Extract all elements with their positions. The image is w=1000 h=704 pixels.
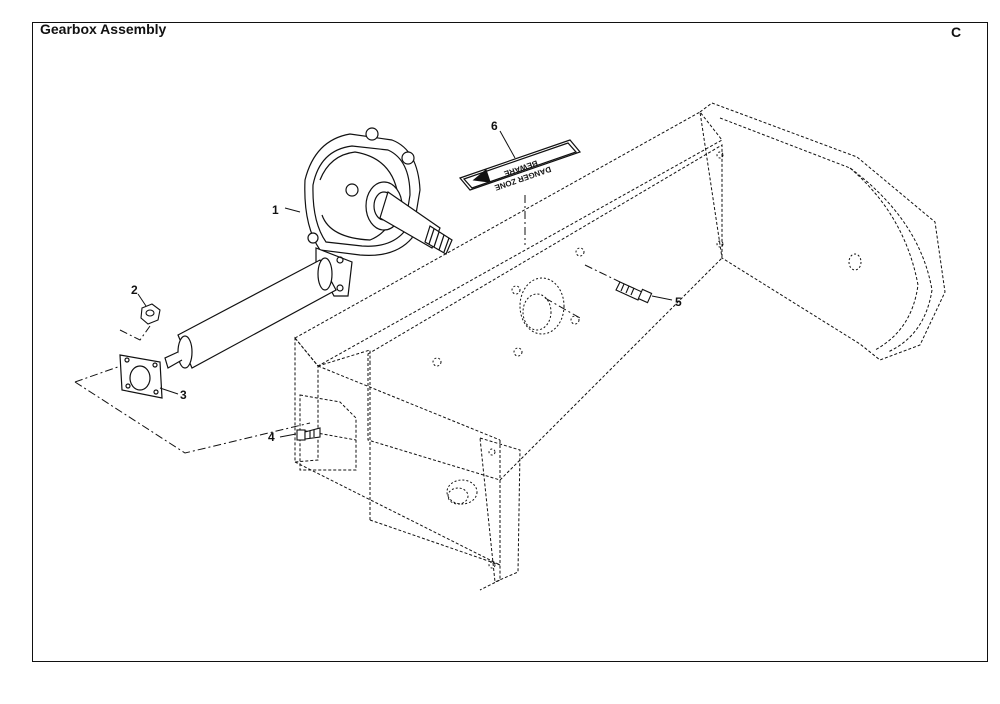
frame-holes	[432, 151, 862, 569]
frame-housing	[294, 102, 946, 591]
callout-leaders	[137, 130, 673, 438]
callout-4: 4	[268, 430, 275, 444]
callout-6: 6	[491, 119, 498, 133]
danger-decal: BEWARE DANGER ZONE	[458, 139, 582, 192]
bearing-flange	[119, 354, 163, 399]
callout-1: 1	[272, 203, 279, 217]
callout-2: 2	[131, 283, 138, 297]
bolt-5	[615, 281, 653, 304]
nut	[140, 303, 161, 325]
callout-5: 5	[675, 295, 682, 309]
bolt-4	[296, 427, 321, 441]
gearbox	[164, 127, 453, 369]
drawing-frame	[32, 22, 988, 662]
callout-3: 3	[180, 388, 187, 402]
section-code: C	[951, 24, 962, 40]
page-title: Gearbox Assembly	[40, 21, 167, 37]
